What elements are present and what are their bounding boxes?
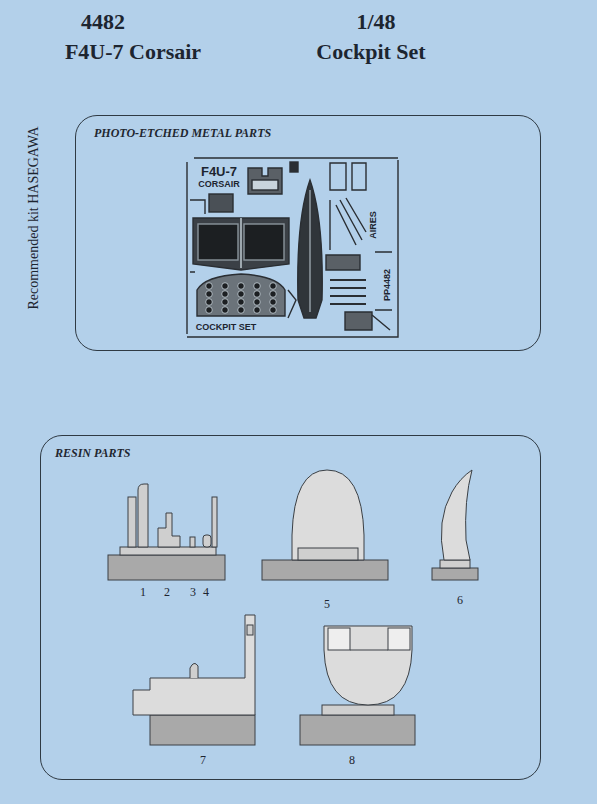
drawing-stroke	[240, 218, 241, 268]
resin-part-5	[262, 470, 388, 580]
resin-part-7	[133, 615, 255, 745]
drawing-stroke	[345, 312, 372, 330]
drawing-stroke	[270, 307, 277, 314]
drawing-stroke	[248, 168, 282, 194]
drawing-stroke	[292, 470, 364, 560]
drawing-stroke	[238, 283, 245, 290]
fret-text: F4U-7	[201, 165, 237, 178]
drawing-stroke	[133, 615, 255, 715]
drawing-stroke	[262, 560, 388, 580]
drawing-stroke	[252, 180, 278, 190]
drawing-stroke	[330, 198, 366, 250]
drawing-stroke	[270, 291, 277, 298]
model-name: F4U-7 Corsair	[65, 41, 201, 63]
drawing-stroke	[190, 663, 198, 678]
drawing-stroke	[254, 283, 261, 290]
fret-text: COCKPIT SET	[196, 323, 257, 332]
drawing-stroke	[150, 715, 255, 745]
resin-part-1-4	[108, 484, 225, 580]
drawing-stroke	[193, 218, 289, 270]
drawing-stroke	[247, 625, 253, 635]
recommended-kit: Recommended kit HASEGAWA	[27, 126, 41, 309]
drawing-stroke	[203, 535, 211, 547]
drawing-stroke	[222, 299, 229, 306]
callout-number: 1	[140, 586, 146, 598]
callout-number: 4	[203, 586, 209, 598]
drawing-stroke	[206, 299, 213, 306]
drawing-stroke	[222, 291, 229, 298]
parts-panel: PHOTO-ETCHED METAL PARTS	[75, 115, 541, 351]
drawing-stroke	[350, 650, 388, 651]
panel-heading: RESIN PARTS	[55, 446, 130, 461]
drawing-stroke	[388, 628, 410, 650]
parts-panel: RESIN PARTS	[40, 435, 541, 780]
fret-text: PP4482	[383, 269, 392, 301]
drawing-stroke	[298, 548, 358, 560]
etched-fret	[187, 158, 398, 337]
drawing-stroke	[309, 190, 310, 312]
drawing-stroke	[238, 299, 245, 306]
drawing-stroke	[222, 283, 229, 290]
scale: 1/48	[356, 11, 395, 33]
set-name: Cockpit Set	[316, 41, 425, 63]
drawing-stroke	[206, 283, 277, 314]
drawing-stroke	[158, 513, 180, 547]
resin-part-6	[432, 470, 478, 580]
drawing-stroke	[326, 255, 360, 270]
drawing-stroke	[300, 715, 415, 745]
panel-heading: PHOTO-ETCHED METAL PARTS	[94, 126, 271, 141]
drawing-stroke	[298, 180, 323, 318]
part-number: 4482	[81, 11, 125, 33]
drawing-stroke	[138, 484, 148, 547]
drawing-stroke	[238, 291, 245, 298]
drawing-stroke	[108, 555, 225, 580]
callout-number: 2	[164, 586, 170, 598]
drawing-stroke	[254, 291, 261, 298]
drawing-stroke	[324, 626, 412, 705]
callout-number: 7	[200, 754, 206, 766]
drawing-stroke	[190, 200, 205, 272]
drawing-stroke	[330, 163, 366, 190]
drawing-stroke	[270, 299, 277, 306]
drawing-stroke	[322, 705, 394, 715]
drawing-stroke	[197, 274, 285, 316]
drawing-stroke	[190, 537, 195, 547]
drawing-stroke	[270, 283, 277, 290]
callout-number: 6	[457, 594, 463, 606]
drawing-stroke	[330, 280, 366, 304]
drawing-stroke	[328, 628, 350, 650]
drawing-stroke	[372, 252, 392, 330]
drawing-stroke	[128, 497, 136, 547]
drawing-stroke	[206, 291, 213, 298]
callout-number: 8	[349, 754, 355, 766]
drawing-stroke	[288, 290, 296, 318]
drawing-stroke	[206, 283, 213, 290]
drawing-stroke	[440, 560, 470, 568]
drawing-stroke	[238, 307, 245, 314]
drawing-stroke	[187, 158, 398, 337]
callout-number: 5	[324, 598, 330, 610]
resin-part-8	[300, 626, 415, 745]
drawing-stroke	[120, 547, 216, 555]
fret-text: AIRES	[369, 211, 378, 239]
drawing-stroke	[209, 194, 233, 212]
drawing-stroke	[441, 470, 472, 560]
drawing-stroke	[206, 307, 213, 314]
drawing-stroke	[254, 307, 261, 314]
drawing-stroke	[222, 307, 229, 314]
drawing-stroke	[254, 299, 261, 306]
drawing-stroke	[432, 568, 478, 580]
drawing-stroke	[212, 497, 217, 547]
callout-number: 3	[190, 586, 196, 598]
drawing-stroke	[290, 162, 298, 172]
drawing-stroke	[244, 224, 284, 260]
drawing-stroke	[198, 224, 238, 260]
fret-text: CORSAIR	[198, 180, 240, 189]
